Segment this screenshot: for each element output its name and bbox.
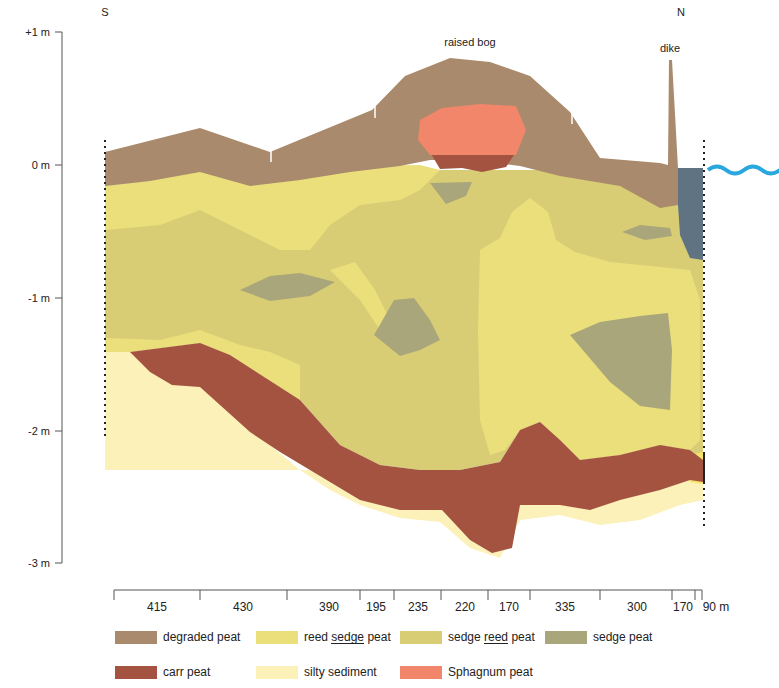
legend-label: reed sedge peat [304, 630, 391, 644]
section-edge [703, 140, 705, 530]
legend-label: Sphagnum peat [448, 665, 533, 679]
sedge-peat [430, 182, 472, 204]
sedge-peat [374, 298, 440, 356]
depth-label: -1 m [28, 291, 50, 305]
underline [331, 643, 364, 644]
underline [484, 643, 508, 644]
sedge-peat [622, 225, 672, 240]
surface-ticks [271, 106, 572, 162]
depth-label: 0 m [32, 158, 50, 172]
distance-label: 390 [319, 600, 339, 614]
distance-label: 170 [499, 600, 519, 614]
depth-axis [55, 32, 62, 563]
direction-label: N [677, 5, 685, 19]
legend-swatch [115, 631, 157, 644]
legend-label: sedge peat [593, 630, 652, 644]
feature-label: raised bog [444, 35, 495, 49]
distance-label: 220 [455, 600, 475, 614]
legend-swatch [400, 631, 442, 644]
sphagnum-peat [418, 104, 526, 155]
legend-label: silty sediment [304, 665, 377, 679]
section-edge [104, 140, 106, 440]
distance-label: 170 [673, 600, 693, 614]
distance-label: 415 [147, 600, 167, 614]
sedge-peat [240, 273, 335, 301]
reed-sedge-peat [478, 198, 700, 460]
legend-swatch [256, 631, 298, 644]
sedge-reed-peat [105, 170, 703, 470]
legend-swatch [115, 666, 157, 679]
legend-swatch [400, 666, 442, 679]
section-edge [703, 452, 705, 484]
feature-label: dike [660, 41, 680, 55]
distance-label: 335 [555, 600, 575, 614]
distance-label: 195 [366, 600, 386, 614]
distance-axis [114, 590, 702, 600]
depth-label: -2 m [28, 424, 50, 438]
sedge-peat [570, 313, 672, 410]
direction-label: S [101, 5, 108, 19]
legend-label: degraded peat [163, 630, 240, 644]
distance-label: 90 m [703, 600, 730, 614]
water-line [708, 167, 779, 174]
legend-swatch [545, 631, 587, 644]
legend-swatch [256, 666, 298, 679]
degraded-peat [105, 58, 678, 208]
dike-fill [678, 168, 703, 260]
distance-label: 300 [627, 600, 647, 614]
legend-label: carr peat [163, 665, 210, 679]
distance-label: 430 [233, 600, 253, 614]
legend-label: sedge reed peat [448, 630, 535, 644]
distance-label: 235 [408, 600, 428, 614]
depth-label: +1 m [25, 25, 50, 39]
depth-label: -3 m [28, 556, 50, 570]
